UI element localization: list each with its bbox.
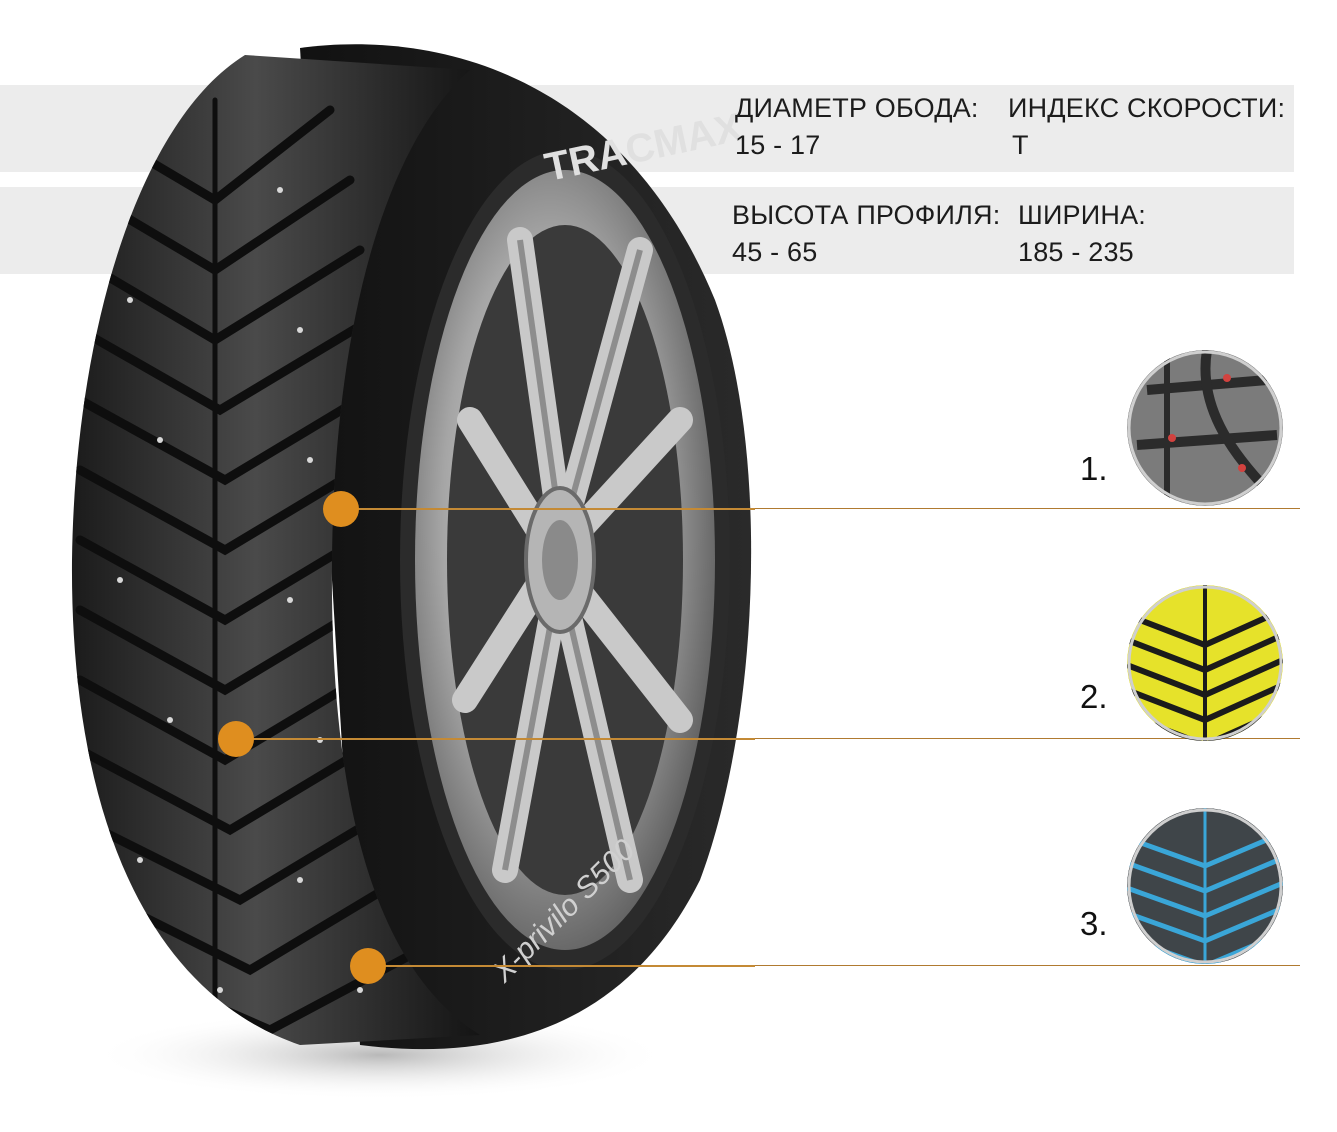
rim-diameter-value: 15 - 17 — [735, 130, 821, 160]
callout-number-1: 1. — [1080, 450, 1108, 487]
rim-diameter-label: ДИАМЕТР ОБОДА: — [735, 93, 979, 123]
yellow-tread-pattern-icon — [1127, 585, 1283, 741]
callout-number-3: 3. — [1080, 905, 1108, 942]
callout-line-3 — [370, 965, 755, 967]
callout-dot-1 — [323, 491, 359, 527]
callout-line-1-extension — [755, 508, 1300, 509]
tire-image: TRACMAX X-privilo S500 — [71, 44, 752, 1100]
width-value: 185 - 235 — [1018, 237, 1134, 267]
profile-height-value: 45 - 65 — [732, 237, 818, 267]
profile-height-label: ВЫСОТА ПРОФИЛЯ: — [732, 200, 1001, 230]
speed-index-value: T — [1012, 130, 1029, 160]
blue-tread-pattern-icon — [1127, 808, 1283, 964]
callout-line-2-extension — [755, 738, 1300, 739]
stud-closeup-icon — [1127, 350, 1283, 506]
callout-dot-2 — [218, 721, 254, 757]
callout-line-3-extension — [755, 965, 1300, 966]
callout-number-2: 2. — [1080, 678, 1108, 715]
width-label: ШИРИНА: — [1018, 200, 1146, 230]
winter-tire-icon: TRACMAX X-privilo S500 — [71, 44, 752, 1100]
callout-dot-3 — [350, 948, 386, 984]
callout-line-2 — [235, 738, 755, 740]
callout-line-1 — [345, 508, 755, 510]
speed-index-label: ИНДЕКС СКОРОСТИ: — [1008, 93, 1286, 123]
